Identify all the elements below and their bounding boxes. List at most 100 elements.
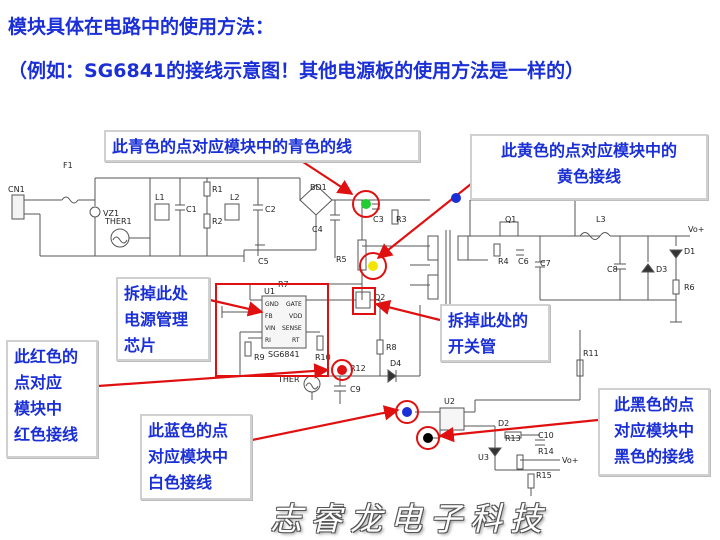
bridge-rectifier-bd1-symbol <box>299 178 333 216</box>
callout-yellow-point: 此黄色的点对应模块中的 黄色接线 <box>470 134 708 200</box>
label-q1: Q1 <box>505 215 516 224</box>
label-c8: C8 <box>607 265 618 274</box>
switch-q2-symbol <box>355 291 371 309</box>
label-l1: L1 <box>155 193 165 202</box>
callout-remove-chip: 拆掉此处 电源管理 芯片 <box>116 277 210 361</box>
thermistor-ther-symbol <box>303 375 321 393</box>
mosfet-q1-symbol <box>499 221 519 237</box>
callout-cyan-point: 此青色的点对应模块中的青色的线 <box>104 130 420 162</box>
label-c3: C3 <box>373 215 384 224</box>
label-ther1: THER1 <box>104 217 132 226</box>
pin-vin: VIN <box>265 325 275 332</box>
dot-cyan <box>361 199 371 209</box>
label-c9: C9 <box>350 385 361 394</box>
transformer-primary-symbol <box>427 235 439 261</box>
optocoupler-u2-symbol <box>439 407 465 431</box>
callout-yellow-line-2: 黄色接线 <box>556 167 621 186</box>
arrow-red <box>97 363 330 388</box>
choke-l2-symbol <box>224 203 240 221</box>
callout-switch-line-2: 开关管 <box>448 337 497 356</box>
varistor-vz1-symbol <box>89 206 101 218</box>
label-c4: C4 <box>312 225 323 234</box>
label-c1: C1 <box>186 205 197 214</box>
controller-u1-symbol <box>261 295 307 349</box>
chip-highlight-box <box>215 283 329 377</box>
label-c7: C7 <box>540 259 551 268</box>
label-u2: U2 <box>444 397 455 406</box>
pin-gnd: GND <box>265 301 279 308</box>
callout-blue-line-2: 对应模块中 <box>148 447 229 466</box>
label-r10: R10 <box>315 353 331 362</box>
callout-yellow-line-1: 此黄色的点对应模块中的 <box>500 141 677 160</box>
ring-red <box>331 359 353 381</box>
callout-red-point: 此红色的 点对应 模块中 红色接线 <box>6 340 98 458</box>
arrow-blue <box>251 405 400 442</box>
label-c6: C6 <box>518 257 529 266</box>
ring-cyan <box>352 190 380 218</box>
label-cn1: CN1 <box>8 185 25 194</box>
ring-blue <box>395 400 419 424</box>
dot-red <box>337 365 347 375</box>
label-d1: D1 <box>684 247 695 256</box>
label-l3: L3 <box>596 215 606 224</box>
arrow-switch <box>374 299 441 322</box>
pin-vdd: VDD <box>289 313 303 320</box>
pin-ri: RI <box>265 337 271 344</box>
callout-black-line-2: 对应模块中 <box>613 421 694 440</box>
label-r11: R11 <box>583 349 599 358</box>
arrow-chip <box>209 298 264 317</box>
label-r9: R9 <box>254 353 265 362</box>
callout-cyan-line-1: 此青色的点对应模块中的青色的线 <box>112 137 353 156</box>
callout-red-line-1: 此红色的 <box>14 347 79 366</box>
callout-red-line-2: 点对应 <box>14 373 63 392</box>
label-ther: THER <box>277 375 300 384</box>
label-r6: R6 <box>684 283 695 292</box>
callout-red-line-3: 模块中 <box>14 399 63 418</box>
label-u1: U1 <box>264 287 275 296</box>
callout-black-point: 此黑色的点 对应模块中 黑色的接线 <box>598 388 710 476</box>
pin-sense: SENSE <box>282 325 302 332</box>
label-r2: R2 <box>212 217 223 226</box>
dot-blue <box>402 407 412 417</box>
label-u3: U3 <box>478 453 489 462</box>
callout-blue-line-1: 此蓝色的点 <box>148 421 229 440</box>
callout-blue-line-3: 白色接线 <box>148 473 213 492</box>
label-r12: R12 <box>350 364 366 373</box>
brand-watermark: 志睿龙电子科技 <box>270 500 551 538</box>
pin-rt: RT <box>292 337 300 344</box>
heading-line-2: （例如：SG6841的接线示意图！其他电源板的使用方法是一样的） <box>8 60 585 82</box>
callout-switch-line-1: 拆掉此处的 <box>448 311 529 330</box>
dot-blue-top <box>451 193 461 203</box>
arrow-black <box>438 418 599 443</box>
label-sg6841: SG6841 <box>268 350 300 359</box>
arrow-cyan <box>299 159 354 195</box>
callout-blue-point: 此蓝色的点 对应模块中 白色接线 <box>140 414 252 500</box>
callout-chip-line-3: 芯片 <box>124 336 157 355</box>
label-r15: R15 <box>536 471 552 480</box>
callout-chip-line-1: 拆掉此处 <box>124 284 189 303</box>
callout-red-line-4: 红色接线 <box>14 425 79 444</box>
callout-chip-line-2: 电源管理 <box>124 310 189 329</box>
label-c10: C10 <box>538 431 554 440</box>
label-c5: C5 <box>258 257 269 266</box>
label-f1: F1 <box>63 161 73 170</box>
label-bd1: BD1 <box>310 183 327 192</box>
label-q2: Q2 <box>374 293 385 302</box>
callout-remove-switch: 拆掉此处的 开关管 <box>440 304 550 362</box>
label-r8: R8 <box>386 343 397 352</box>
dot-black <box>423 433 433 443</box>
label-r13: R13 <box>505 434 521 443</box>
label-d2: D2 <box>498 419 509 428</box>
label-r4: R4 <box>498 257 509 266</box>
label-d4: D4 <box>390 359 401 368</box>
label-vo-bottom: Vo+ <box>562 456 578 465</box>
ring-yellow <box>359 252 387 280</box>
label-r1: R1 <box>212 185 223 194</box>
label-vo-top: Vo+ <box>688 225 704 234</box>
connector-cn1-symbol <box>11 194 25 220</box>
switch-highlight-box <box>352 287 376 315</box>
label-r14: R14 <box>538 447 554 456</box>
callout-black-line-1: 此黑色的点 <box>613 395 694 414</box>
label-vz1: VZ1 <box>103 209 119 218</box>
